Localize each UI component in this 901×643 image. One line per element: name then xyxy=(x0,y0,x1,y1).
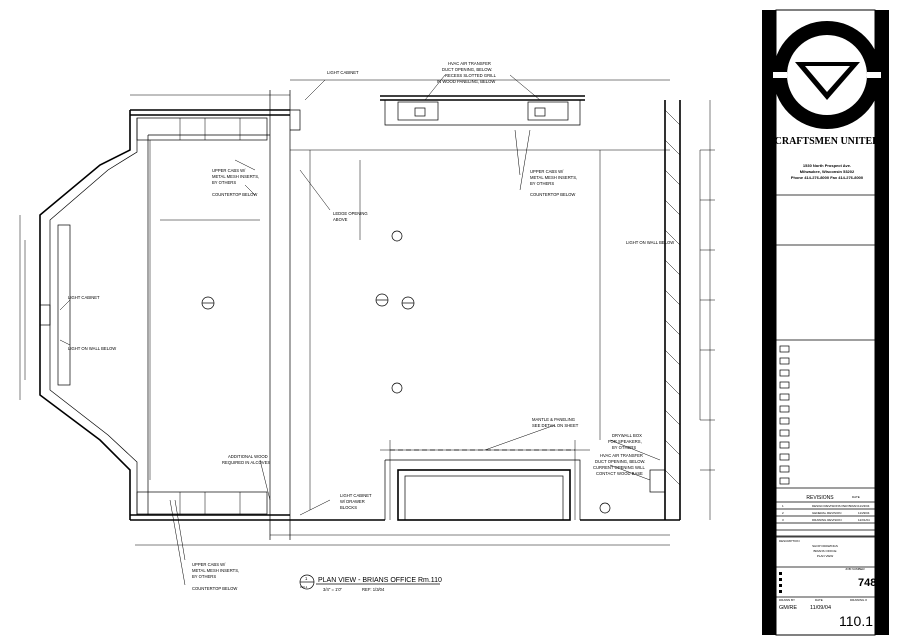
note-line: BY OTHERS xyxy=(612,445,636,450)
note-light-cabinet-top: LIGHT CABINET xyxy=(327,70,359,75)
fireplace-mantle xyxy=(384,440,666,521)
job-number: 748 xyxy=(858,577,876,589)
note-upper-cabs-left: UPPER CABS W/ xyxy=(212,168,246,173)
drawn-by: GM/RE xyxy=(779,605,797,611)
description-line: SHOP DRAWINGS xyxy=(812,544,838,548)
revision-rows: 1 DESIGN REVISIONS PER BRIAN 11/23/04 2 … xyxy=(782,504,870,522)
note-hvac-bottom: HVAC AIR TRANSFER xyxy=(600,453,643,458)
revision-desc: DRAWING REVISION xyxy=(812,518,842,522)
note-line: BY OTHERS xyxy=(192,574,216,579)
drawn-date-label: DATE xyxy=(815,598,823,602)
note-line: BY OTHERS xyxy=(212,180,236,185)
note-line: FOR SPEAKERS, xyxy=(608,439,642,444)
walls xyxy=(39,90,681,540)
note-alcoves: ADDITIONAL WOOD xyxy=(228,454,268,459)
note-line: RECESS SLOTTED GRILL xyxy=(445,73,497,78)
plan-title-block: 1 110.1 PLAN VIEW - BRIANS OFFICE Rm.110… xyxy=(299,574,442,592)
detail-number: 1 xyxy=(305,576,308,581)
revisions-date-label: DATE xyxy=(852,495,860,499)
company-city: Milwaukee, Wisconsin 53202 xyxy=(800,169,855,174)
drawing-number: 110.1 xyxy=(839,613,873,629)
note-line: BLOCKS xyxy=(340,505,357,510)
revision-num: 3 xyxy=(782,518,784,522)
revisions-label: REVISIONS xyxy=(806,495,834,501)
company-address: 1530 North Prospect Ave. xyxy=(803,163,851,168)
note-line: CURRENT OPENING WILL xyxy=(593,465,645,470)
note-upper-cabs-bottom: UPPER CABS W/ xyxy=(192,562,226,567)
detail-sheet: 110.1 xyxy=(300,585,308,589)
note-countertop-left: COUNTERTOP BELOW xyxy=(212,192,257,197)
note-light-cabinet-bottom: LIGHT CABINET xyxy=(340,493,372,498)
revision-num: 1 xyxy=(782,504,784,508)
plan-ref: REF: 1/3/04 xyxy=(362,587,385,592)
note-hvac-top: HVAC AIR TRANSFER xyxy=(448,61,491,66)
drawn-date: 11/09/04 xyxy=(810,605,831,611)
title-block: CRAFTSMEN UNITED 1530 North Prospect Ave… xyxy=(762,9,889,636)
note-light-on-wall: LIGHT ON WALL BELOW xyxy=(68,346,116,351)
drawing-number-label: DRAWING # xyxy=(850,598,867,602)
dimension-lines xyxy=(19,79,715,546)
legend-swatches xyxy=(779,345,790,485)
revision-desc: DESIGN REVISIONS PER BRIAN xyxy=(812,504,858,508)
plan-scale: 3/4" = 1'0" xyxy=(323,587,343,592)
description-label: DESCRIPTION xyxy=(779,539,800,543)
note-line: METAL MESH INSERTS, xyxy=(192,568,239,573)
description-line: PLAN VIEW xyxy=(817,554,834,558)
note-light-cabinet-left: LIGHT CABINET xyxy=(68,295,100,300)
section-markers xyxy=(201,230,611,514)
cabinets xyxy=(39,117,268,515)
plan-notes: UPPER CABS W/ METAL MESH INSERTS, BY OTH… xyxy=(68,61,674,591)
leader-lines xyxy=(59,74,661,586)
note-line: IN WOOD PANELING, BELOW xyxy=(437,79,495,84)
note-mantle: MANTLE & PANELING xyxy=(532,417,575,422)
revision-desc: GENERAL REVISION xyxy=(812,511,841,515)
revision-date: 11/29/04 xyxy=(858,511,870,515)
note-drywall-box: DRYWALL BOX xyxy=(612,433,642,438)
job-number-label: JOB NUMBER xyxy=(845,567,866,571)
note-light-right: LIGHT ON WALL BELOW xyxy=(626,240,674,245)
note-upper-cabs-right: UPPER CABS W/ xyxy=(530,169,564,174)
company-phone: Phone 414-276-8000 Fax 414-276-8000 xyxy=(791,175,864,180)
note-line: METAL MESH INSERTS, xyxy=(212,174,259,179)
description-line: BRIANS OFFICE xyxy=(813,549,836,553)
note-line: ABOVE xyxy=(333,217,348,222)
revision-date: 11/23/04 xyxy=(858,504,870,508)
note-line: SEE DETAIL ON SHEET xyxy=(532,423,579,428)
plan-title: PLAN VIEW - BRIANS OFFICE Rm.110 xyxy=(318,577,442,584)
company-name: CRAFTSMEN UNITED xyxy=(775,136,880,147)
note-line: W/ DRAWER xyxy=(340,499,365,504)
revision-date: 12/01/04 xyxy=(858,518,870,522)
note-countertop-right: COUNTERTOP BELOW xyxy=(530,192,575,197)
note-line: BY OTHERS xyxy=(530,181,554,186)
revision-num: 2 xyxy=(782,511,784,515)
company-logo xyxy=(773,21,881,129)
note-line: CONTACT WOOD BASE xyxy=(596,471,643,476)
drawn-by-label: DRAWN BY xyxy=(779,598,795,602)
note-line: METAL MESH INSERTS, xyxy=(530,175,577,180)
note-line: DUCT OPENING, BELOW. xyxy=(595,459,645,464)
note-line: DUCT OPENING, BELOW. xyxy=(442,67,492,72)
note-line: REQUIRED IN ALCOVES xyxy=(222,460,270,465)
note-ledge-opening: LEDGE OPENING xyxy=(333,211,368,216)
note-countertop-bottom: COUNTERTOP BELOW xyxy=(192,586,237,591)
